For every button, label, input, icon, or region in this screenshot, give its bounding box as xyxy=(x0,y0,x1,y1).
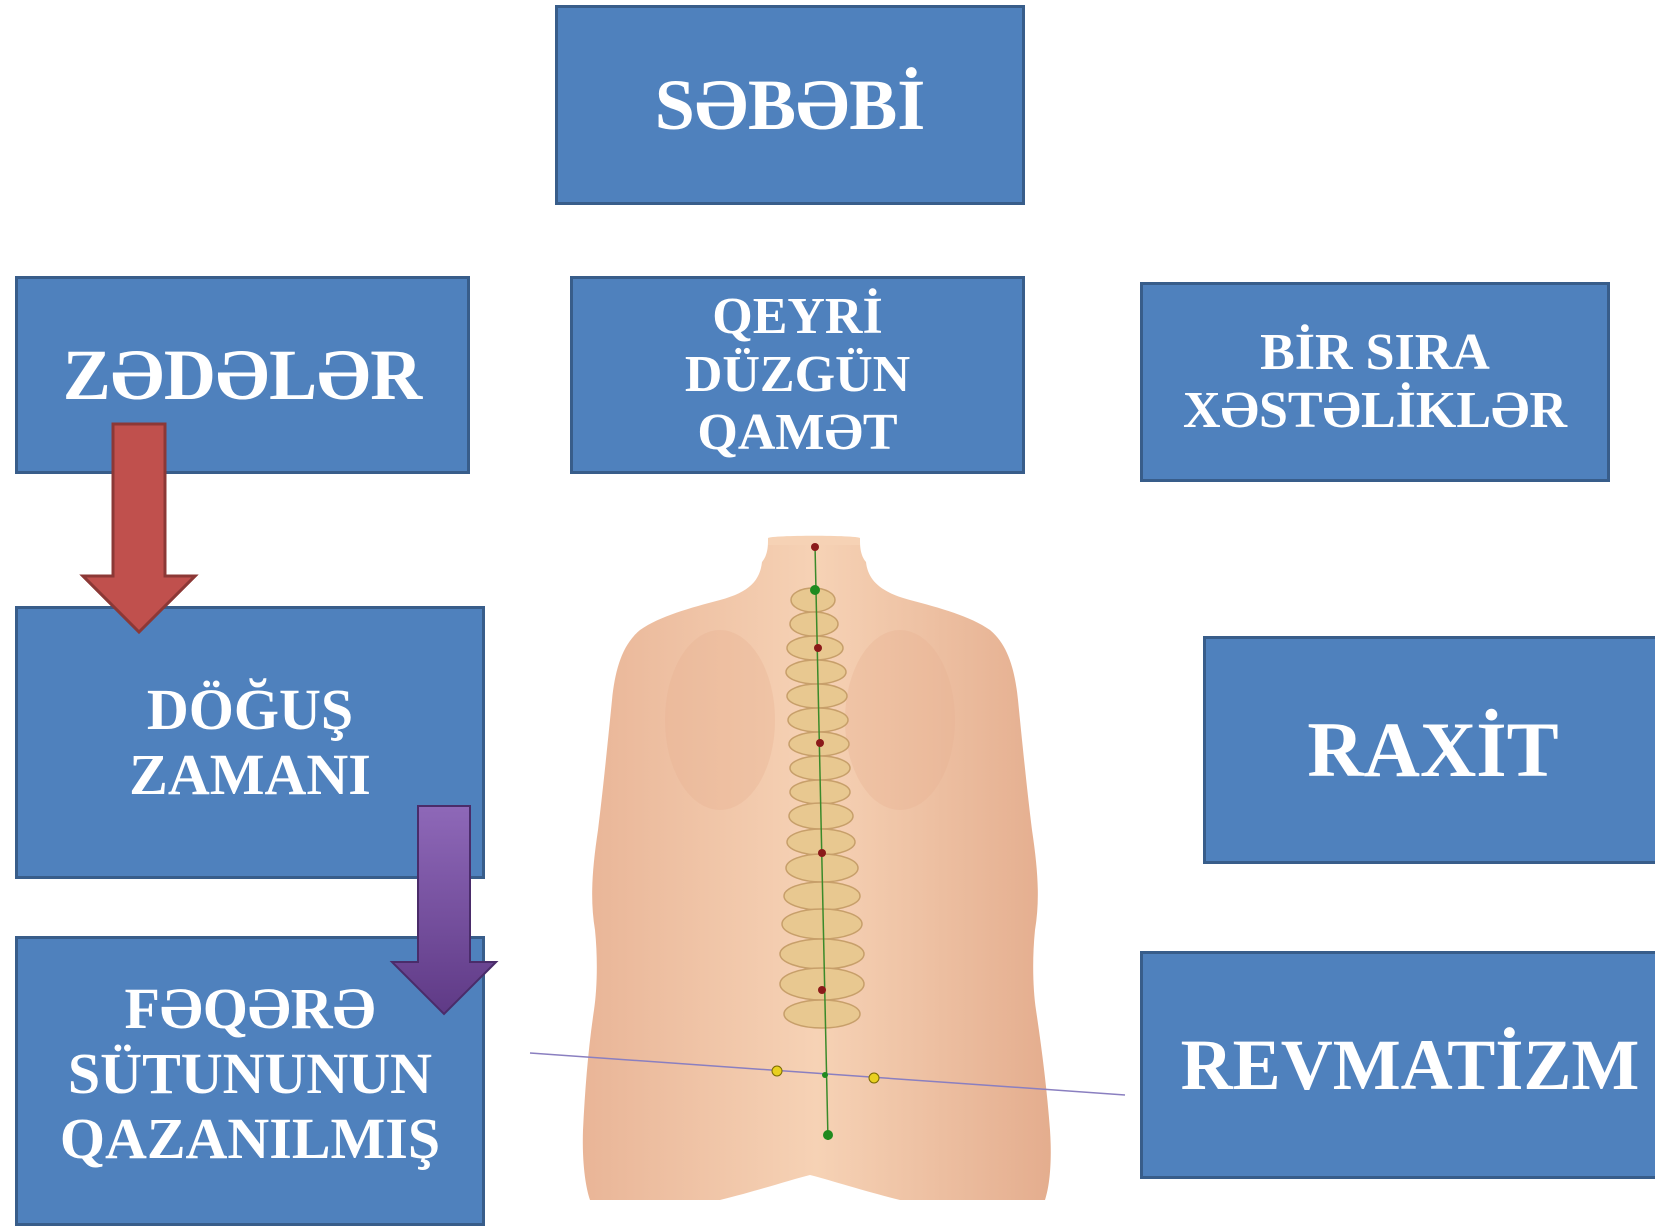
rheumatism-box: REVMATİZM xyxy=(1140,951,1655,1179)
acquired-injury-box: FƏQƏRƏ SÜTUNUNUN QAZANILMIŞ xyxy=(15,936,485,1226)
birth-text-line-2: ZAMANI xyxy=(129,743,371,808)
posture-text-line-3: QAMƏT xyxy=(697,404,897,462)
title-text: SƏBƏBİ xyxy=(655,65,926,146)
diseases-text-line-1: BİR SIRA xyxy=(1260,324,1490,382)
acquired-text-line-3: QAZANILMIŞ xyxy=(60,1107,440,1172)
rheumatism-text: REVMATİZM xyxy=(1181,1025,1640,1106)
posture-text-line-2: DÜZGÜN xyxy=(685,346,910,404)
rickets-box: RAXİT xyxy=(1203,636,1655,864)
posture-text-line-1: QEYRİ xyxy=(712,288,882,346)
acquired-text-line-2: SÜTUNUNUN xyxy=(68,1042,432,1107)
birth-text-line-1: DÖĞUŞ xyxy=(147,678,353,743)
diseases-text-line-2: XƏSTƏLİKLƏR xyxy=(1183,382,1567,440)
posture-box: QEYRİ DÜZGÜN QAMƏT xyxy=(570,276,1025,474)
injuries-text: ZƏDƏLƏR xyxy=(63,335,423,416)
right-scapula xyxy=(845,630,955,810)
acquired-text-line-1: FƏQƏRƏ xyxy=(125,977,376,1042)
rickets-text: RAXİT xyxy=(1307,706,1558,793)
diseases-box: BİR SIRA XƏSTƏLİKLƏR xyxy=(1140,282,1610,482)
injuries-box: ZƏDƏLƏR xyxy=(15,276,470,474)
title-box: SƏBƏBİ xyxy=(555,5,1025,205)
birth-injury-box: DÖĞUŞ ZAMANI xyxy=(15,606,485,879)
left-scapula xyxy=(665,630,775,810)
